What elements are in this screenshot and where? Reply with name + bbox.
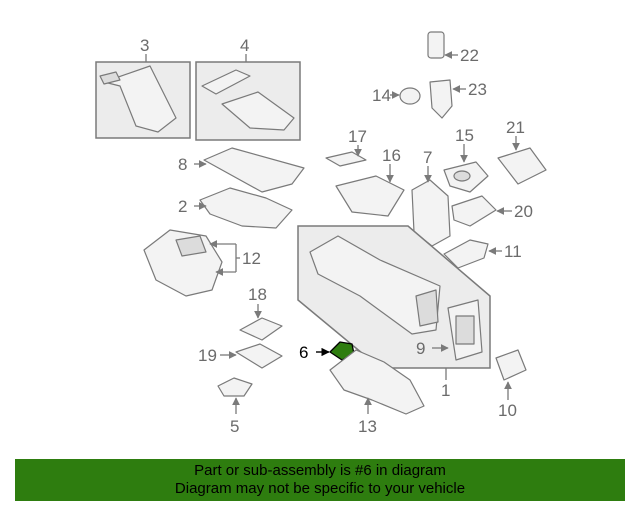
part-23-group[interactable]: 23 bbox=[429, 79, 487, 119]
callout-8[interactable]: 8 bbox=[178, 155, 187, 174]
part-9-window bbox=[455, 315, 475, 345]
callout-13[interactable]: 13 bbox=[358, 417, 377, 436]
part-23-shape bbox=[429, 79, 453, 119]
part-8-group[interactable]: 8 bbox=[178, 147, 305, 193]
part-10-group[interactable]: 10 bbox=[495, 349, 527, 420]
part-12-group[interactable]: 12 bbox=[143, 229, 261, 297]
banner-line-2: Diagram may not be specific to your vehi… bbox=[174, 480, 466, 497]
banner-line-1: Part or sub-assembly is #6 in diagram bbox=[194, 462, 446, 479]
part-4-panel bbox=[221, 91, 295, 131]
part-3-clip bbox=[99, 71, 121, 85]
part-15-cupholder bbox=[453, 170, 471, 182]
callout-17[interactable]: 17 bbox=[348, 127, 367, 146]
part-21-shape bbox=[497, 147, 547, 185]
callout-3[interactable]: 3 bbox=[140, 36, 149, 55]
part-16-shape bbox=[335, 175, 405, 217]
part-15-group[interactable]: 15 bbox=[443, 126, 489, 193]
callout-21[interactable]: 21 bbox=[506, 118, 525, 137]
part-1-opening bbox=[415, 289, 439, 327]
exploded-parts-diagram: 3 4 22 14 23 17 16 7 bbox=[95, 31, 547, 436]
part-19-shape bbox=[235, 343, 283, 369]
part-17-group[interactable]: 17 bbox=[325, 127, 367, 167]
part-14-shape bbox=[399, 87, 421, 105]
callout-11[interactable]: 11 bbox=[504, 242, 522, 261]
part-9-group[interactable]: 9 bbox=[416, 299, 483, 361]
part-13-shape bbox=[329, 349, 425, 415]
part-10-shape bbox=[495, 349, 527, 381]
callout-20[interactable]: 20 bbox=[514, 202, 533, 221]
part-13-group[interactable]: 13 bbox=[329, 349, 425, 436]
part-22-group[interactable]: 22 bbox=[427, 31, 479, 65]
part-16-group[interactable]: 16 bbox=[335, 146, 405, 217]
callout-4[interactable]: 4 bbox=[240, 36, 249, 55]
part-3-group[interactable]: 3 bbox=[95, 36, 191, 139]
callout-9[interactable]: 9 bbox=[416, 339, 425, 358]
part-3-shape bbox=[103, 65, 177, 133]
part-7-group[interactable]: 7 bbox=[411, 148, 451, 247]
callout-16[interactable]: 16 bbox=[382, 146, 401, 165]
callout-19[interactable]: 19 bbox=[198, 346, 217, 365]
callout-5[interactable]: 5 bbox=[230, 417, 239, 436]
part-2-group[interactable]: 2 bbox=[178, 187, 293, 229]
part-4-bezel bbox=[201, 69, 251, 95]
part-17-shape bbox=[325, 151, 367, 167]
part-20-group[interactable]: 20 bbox=[451, 195, 533, 227]
callout-22[interactable]: 22 bbox=[460, 46, 479, 65]
callout-10[interactable]: 10 bbox=[498, 401, 517, 420]
part-19-group[interactable]: 19 bbox=[198, 343, 283, 369]
callout-1[interactable]: 1 bbox=[441, 381, 450, 400]
callout-12[interactable]: 12 bbox=[242, 249, 261, 268]
callout-18[interactable]: 18 bbox=[248, 285, 267, 304]
part-21-group[interactable]: 21 bbox=[497, 118, 547, 185]
part-1-group[interactable]: 1 bbox=[297, 225, 491, 400]
callout-23[interactable]: 23 bbox=[468, 80, 487, 99]
part-18-group[interactable]: 18 bbox=[239, 285, 283, 341]
callout-15[interactable]: 15 bbox=[455, 126, 474, 145]
part-5-shape bbox=[217, 377, 253, 397]
part-11-group[interactable]: 11 bbox=[443, 239, 522, 269]
part-20-shape bbox=[451, 195, 497, 227]
callout-6[interactable]: 6 bbox=[299, 343, 308, 362]
part-4-group[interactable]: 4 bbox=[195, 36, 301, 141]
part-5-group[interactable]: 5 bbox=[217, 377, 253, 436]
callout-2[interactable]: 2 bbox=[178, 197, 187, 216]
part-11-shape bbox=[443, 239, 489, 269]
part-14-group[interactable]: 14 bbox=[372, 86, 421, 105]
part-1-console bbox=[309, 235, 441, 335]
part-12-shifter-base bbox=[175, 235, 207, 257]
part-8-shape bbox=[203, 147, 305, 193]
info-banner: Part or sub-assembly is #6 in diagram Di… bbox=[15, 459, 625, 501]
callout-14[interactable]: 14 bbox=[372, 86, 391, 105]
part-18-shape bbox=[239, 317, 283, 341]
part-2-shape bbox=[199, 187, 293, 229]
callout-7[interactable]: 7 bbox=[423, 148, 432, 167]
part-22-shape bbox=[427, 31, 445, 59]
